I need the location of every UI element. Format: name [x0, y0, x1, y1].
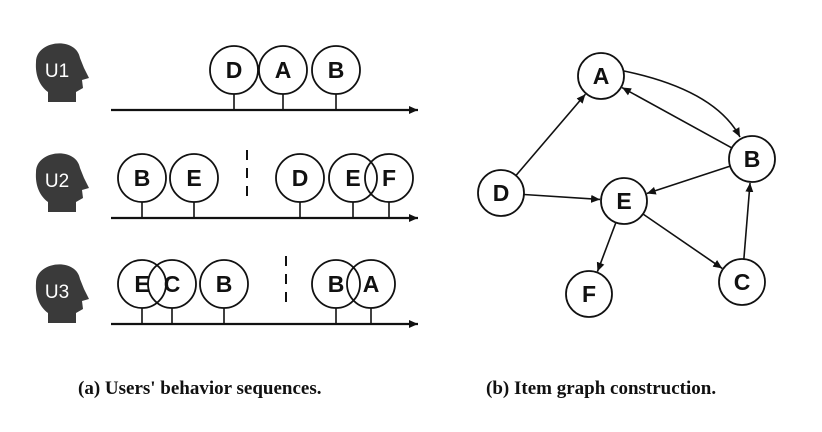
user-label: U3	[45, 282, 69, 303]
graph-node-label: D	[493, 180, 510, 206]
item-event-circle	[275, 153, 325, 203]
item-event-circle	[169, 153, 219, 203]
graph-edge	[515, 93, 587, 177]
head-silhouette	[35, 264, 89, 323]
item-event-circle	[147, 259, 197, 309]
graph-edge	[642, 213, 723, 270]
graph-edge	[623, 70, 741, 138]
graph-edge	[743, 182, 754, 260]
item-label: B	[328, 271, 345, 297]
graph-node-circle	[577, 52, 625, 100]
graph-node-label: E	[616, 188, 631, 214]
item-event-circle	[311, 259, 361, 309]
graph-edge	[523, 193, 601, 203]
caption-item-graph: (b) Item graph construction.	[486, 378, 717, 399]
item-event-circle	[199, 259, 249, 309]
head-silhouette	[35, 153, 89, 212]
graph-node-label: C	[734, 269, 751, 295]
item-event-circle	[328, 153, 378, 203]
item-label: E	[186, 165, 201, 191]
item-event-circle	[364, 153, 414, 203]
item-label: E	[345, 165, 360, 191]
item-graph-panel: A B C D E F	[477, 52, 776, 318]
caption-behavior-sequences: (a) Users' behavior sequences.	[78, 378, 322, 399]
user-label: U2	[45, 171, 69, 192]
item-event-circle	[117, 259, 167, 309]
item-event-circle	[346, 259, 396, 309]
user-head-icon: U3	[35, 264, 89, 323]
user-head-icon: U2	[35, 153, 89, 212]
graph-node-circle	[565, 270, 613, 318]
item-label: D	[226, 57, 243, 83]
graph-node-label: B	[744, 146, 761, 172]
graph-node-circle	[728, 135, 776, 183]
item-label: A	[363, 271, 380, 297]
item-label: B	[216, 271, 233, 297]
user-label: U1	[45, 61, 69, 82]
item-label: B	[328, 57, 345, 83]
item-label: A	[275, 57, 292, 83]
graph-edge	[646, 165, 731, 195]
item-label: B	[134, 165, 151, 191]
graph-node-circle	[718, 258, 766, 306]
item-label: F	[382, 165, 396, 191]
item-event-circle	[258, 45, 308, 95]
graph-edge	[596, 222, 617, 272]
item-event-circle	[311, 45, 361, 95]
head-silhouette	[35, 43, 89, 102]
graph-node-label: F	[582, 281, 596, 307]
item-event-circle	[209, 45, 259, 95]
graph-node-label: A	[593, 63, 610, 89]
item-label: D	[292, 165, 309, 191]
item-label: E	[134, 271, 149, 297]
item-label: C	[164, 271, 181, 297]
graph-node-circle	[477, 169, 525, 217]
user-head-icon: U1	[35, 43, 89, 102]
graph-edge	[621, 86, 733, 149]
item-event-circle	[117, 153, 167, 203]
graph-node-circle	[600, 177, 648, 225]
